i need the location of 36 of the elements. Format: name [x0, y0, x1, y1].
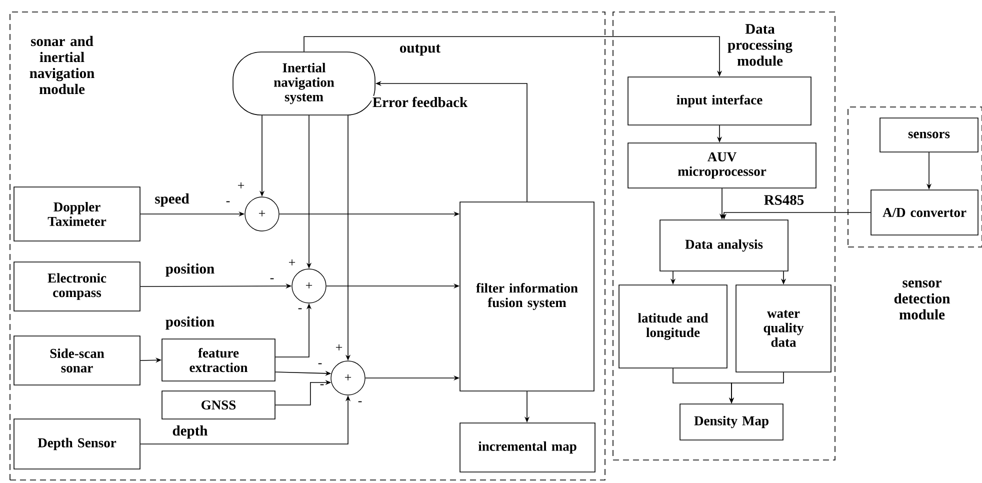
process-box: latitude and longitude: [618, 284, 728, 368]
edge-label: Error feedback: [371, 96, 469, 108]
process-box: Doppler Taximeter: [14, 186, 140, 242]
sign-label: -: [298, 308, 302, 310]
edge-label: position: [164, 262, 216, 278]
process-box: A/D convertor: [870, 190, 978, 236]
sign-label: -: [270, 278, 274, 280]
edge-label: RS485: [762, 194, 806, 206]
sign-label: +: [238, 182, 244, 188]
process-box: Electronic compass: [14, 262, 140, 312]
process-box: AUV microprocessor: [628, 142, 816, 188]
process-box: feature extraction: [162, 338, 276, 382]
process-box: sensors: [880, 118, 978, 152]
process-box: Data analysis: [660, 220, 788, 272]
summing-junction: +: [292, 268, 326, 304]
process-box: Side-scan sonar: [14, 336, 140, 386]
process-box: input interface: [628, 76, 812, 126]
process-box: Density Map: [680, 404, 784, 440]
process-box: Depth Sensor: [14, 418, 140, 470]
process-box: filter information fusion system: [460, 202, 594, 392]
edge-label: depth: [171, 424, 209, 440]
process-box: incremental map: [460, 422, 596, 472]
sign-label: +: [336, 344, 342, 350]
sign-label: +: [288, 259, 296, 266]
sign-label: -: [358, 401, 362, 402]
node-label: sensor detection module: [894, 280, 950, 320]
process-box: GNSS: [162, 390, 276, 420]
summing-junction: +: [244, 196, 280, 232]
sign-label: -: [226, 201, 230, 202]
edge-label: speed: [154, 192, 190, 208]
edge-label: output: [398, 43, 442, 57]
sign-label: -: [318, 363, 322, 364]
sign-label: -: [320, 384, 324, 386]
summing-junction: +: [330, 360, 366, 396]
edge-label: position: [164, 315, 216, 331]
process-box: water quality data: [736, 284, 832, 372]
